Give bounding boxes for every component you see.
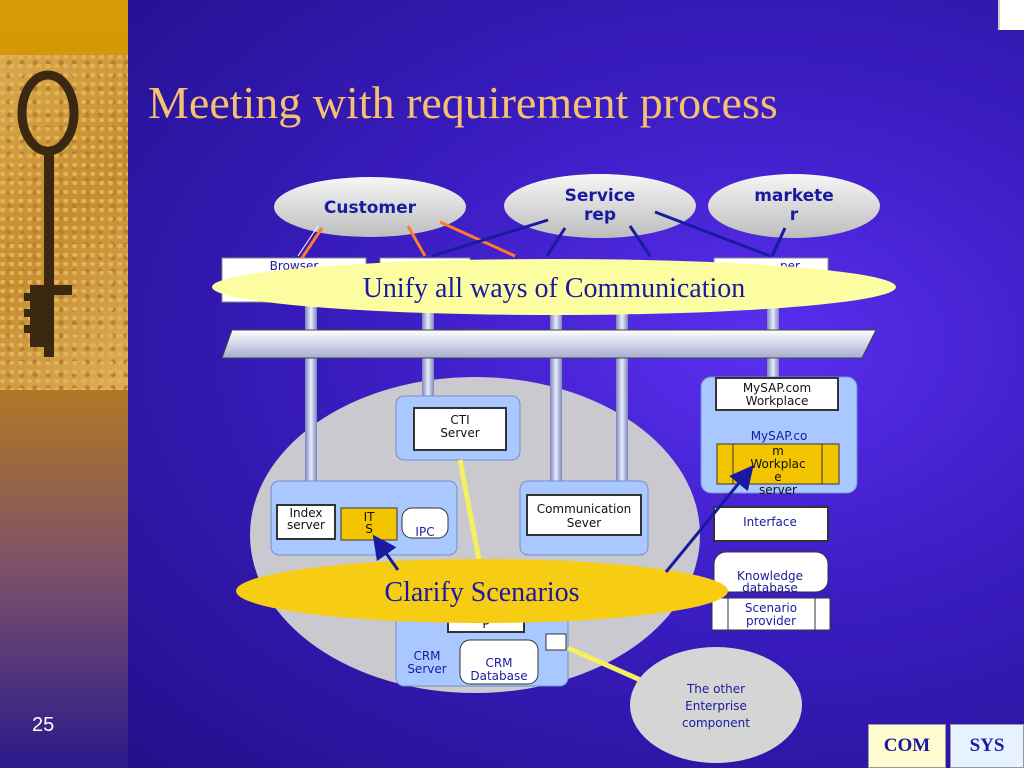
svg-text:Index: Index [289, 506, 322, 520]
cti-server-group: CTI Server [395, 395, 521, 461]
svg-text:markete: markete [754, 186, 834, 206]
svg-text:server: server [287, 518, 325, 532]
svg-text:IPC: IPC [415, 525, 434, 539]
actor-arrows [297, 210, 787, 259]
its-pointer-arrow [372, 534, 400, 571]
svg-text:Service: Service [565, 186, 636, 206]
enterprise-component: The other Enterprise component [630, 647, 802, 763]
cti-connector [457, 459, 483, 566]
svg-text:Knowledge: Knowledge [737, 569, 803, 583]
svg-text:Workplace: Workplace [746, 394, 809, 408]
index-server-group: Index server IT S IPC [270, 480, 458, 556]
svg-text:CRM: CRM [485, 656, 512, 670]
svg-text:Communication: Communication [537, 502, 632, 516]
customer-actor[interactable]: Customer [274, 177, 466, 237]
svg-text:e: e [774, 470, 781, 484]
svg-text:Server: Server [407, 662, 446, 676]
service-rep-actor[interactable]: Service rep [504, 174, 696, 238]
svg-text:CTI: CTI [450, 413, 469, 427]
svg-text:rep: rep [584, 205, 616, 225]
com-tag[interactable]: COM [868, 724, 946, 768]
svg-text:m: m [772, 444, 784, 458]
svg-text:P: P [482, 617, 489, 631]
mysap-workplace-group: MySAP.com Workplace MySAP.co m Workplac … [700, 376, 858, 497]
svg-text:Server: Server [440, 426, 479, 440]
marketer-actor[interactable]: markete r [708, 174, 880, 238]
svg-text:Database: Database [470, 669, 527, 683]
workplace-pointer-arrow [664, 465, 754, 573]
svg-text:Unify all ways of Communicatio: Unify all ways of Communication [363, 273, 746, 304]
page-number: 25 [32, 714, 55, 736]
svg-text:Customer: Customer [324, 198, 417, 218]
sys-tag[interactable]: SYS [950, 724, 1024, 768]
svg-text:S: S [365, 522, 373, 536]
svg-text:Workplac: Workplac [750, 457, 805, 471]
svg-text:Scenario: Scenario [745, 601, 797, 615]
svg-text:The other: The other [686, 682, 745, 696]
enterprise-connector [566, 645, 647, 685]
unify-banner: Unify all ways of Communication [212, 259, 896, 315]
svg-text:Sever: Sever [567, 516, 601, 530]
svg-text:server: server [759, 483, 797, 497]
knowledge-database: Knowledge database [713, 551, 829, 595]
key-icon [17, 70, 79, 357]
communication-bus [221, 329, 877, 359]
svg-text:database: database [742, 581, 798, 595]
scenario-provider-box: Scenario provider [711, 597, 831, 631]
clarify-banner: Clarify Scenarios [236, 559, 728, 623]
svg-text:Interface: Interface [743, 515, 797, 529]
svg-text:MySAP.com: MySAP.com [743, 381, 811, 395]
svg-text:Clarify Scenarios: Clarify Scenarios [384, 577, 579, 608]
interface-box: Interface [713, 506, 829, 542]
svg-text:MySAP.co: MySAP.co [751, 429, 808, 443]
svg-text:IT: IT [364, 510, 376, 524]
svg-text:CRM: CRM [413, 649, 440, 663]
slide-title: Meeting with requirement process [148, 77, 778, 128]
communication-server-group: Communication Sever [519, 480, 649, 556]
svg-text:provider: provider [746, 614, 796, 628]
svg-text:component: component [682, 716, 750, 730]
key-image [0, 55, 128, 390]
svg-text:r: r [790, 205, 799, 225]
corner-marker [998, 0, 1024, 30]
svg-text:Enterprise: Enterprise [685, 699, 747, 713]
